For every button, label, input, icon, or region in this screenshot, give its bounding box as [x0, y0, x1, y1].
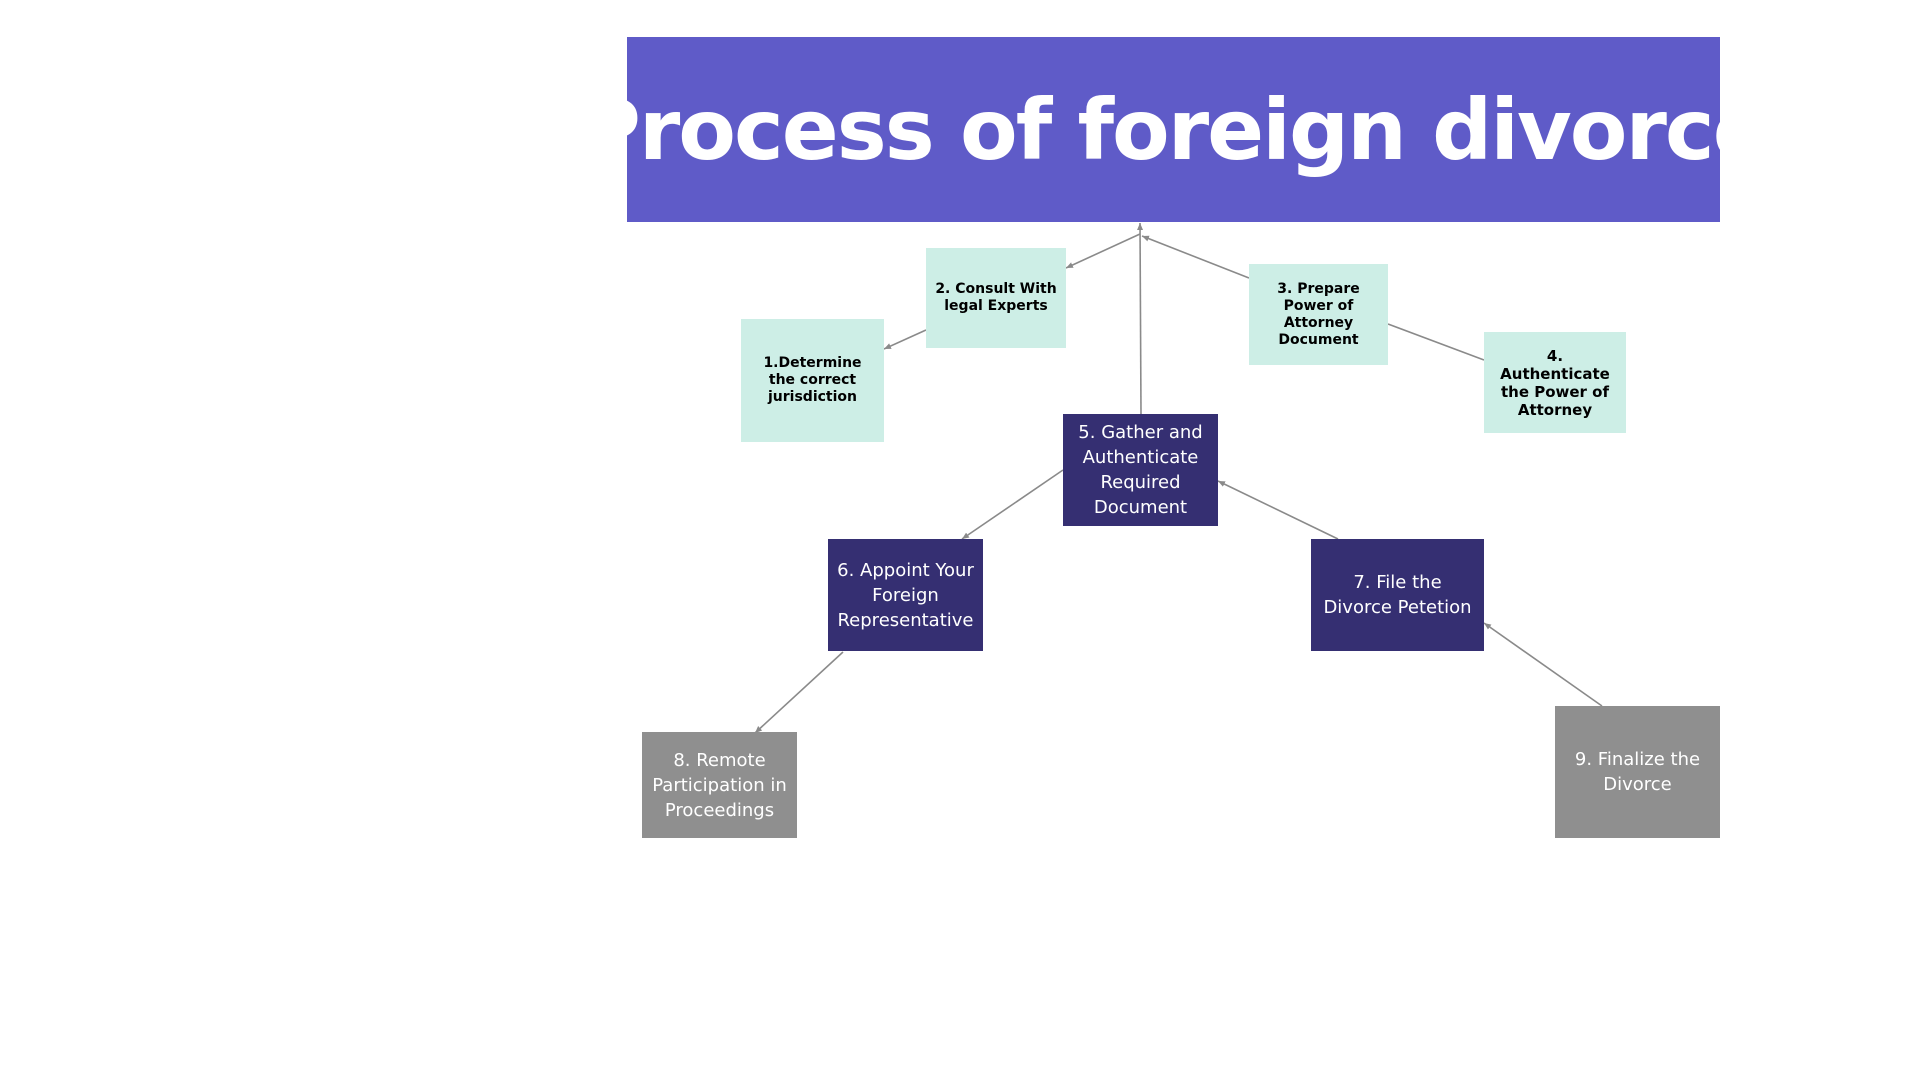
connector-step-2-to-step-1: [883, 329, 927, 350]
title-banner: Process of foreign divorce: [579, 37, 1770, 222]
step-4-box: 4. Authenticate the Power of Attorney: [1484, 332, 1626, 433]
step-7-box: 7. File the Divorce Petetion: [1311, 539, 1484, 651]
diagram-title: Process of foreign divorce: [579, 80, 1769, 179]
connector-step-4-to-step-3: [1387, 323, 1485, 361]
step-2-label: 2. Consult With legal Experts: [935, 281, 1057, 314]
step-5-label: 5. Gather and Authenticate Required Docu…: [1078, 422, 1203, 518]
connector-step-7-to-step-5: [1217, 480, 1339, 540]
connector-step-5-to-step-6: [961, 469, 1064, 540]
connector-step-5-to-title: [1137, 222, 1144, 415]
connector-step-9-to-step-7: [1483, 622, 1603, 707]
connector-title-to-step-2: [1065, 233, 1141, 269]
step-7-label: 7. File the Divorce Petetion: [1323, 572, 1472, 618]
step-8-box: 8. Remote Participation in Proceedings: [642, 732, 797, 838]
step-1-box: 1.Determine the correct jurisdiction: [741, 319, 884, 442]
step-1-label: 1.Determine the correct jurisdiction: [763, 355, 862, 405]
step-2-box: 2. Consult With legal Experts: [926, 248, 1066, 348]
step-4-label: 4. Authenticate the Power of Attorney: [1500, 346, 1610, 419]
connector-step-6-to-step-8: [754, 651, 844, 734]
step-3-box: 3. Prepare Power of Attorney Document: [1249, 264, 1388, 365]
step-9-box: 9. Finalize the Divorce: [1555, 706, 1720, 838]
connector-step-3-to-title: [1141, 235, 1250, 279]
step-6-box: 6. Appoint Your Foreign Representative: [828, 539, 983, 651]
step-3-label: 3. Prepare Power of Attorney Document: [1277, 280, 1360, 348]
step-5-box: 5. Gather and Authenticate Required Docu…: [1063, 414, 1218, 526]
step-6-label: 6. Appoint Your Foreign Representative: [837, 559, 974, 631]
step-8-label: 8. Remote Participation in Proceedings: [652, 749, 787, 821]
step-9-label: 9. Finalize the Divorce: [1574, 749, 1701, 795]
